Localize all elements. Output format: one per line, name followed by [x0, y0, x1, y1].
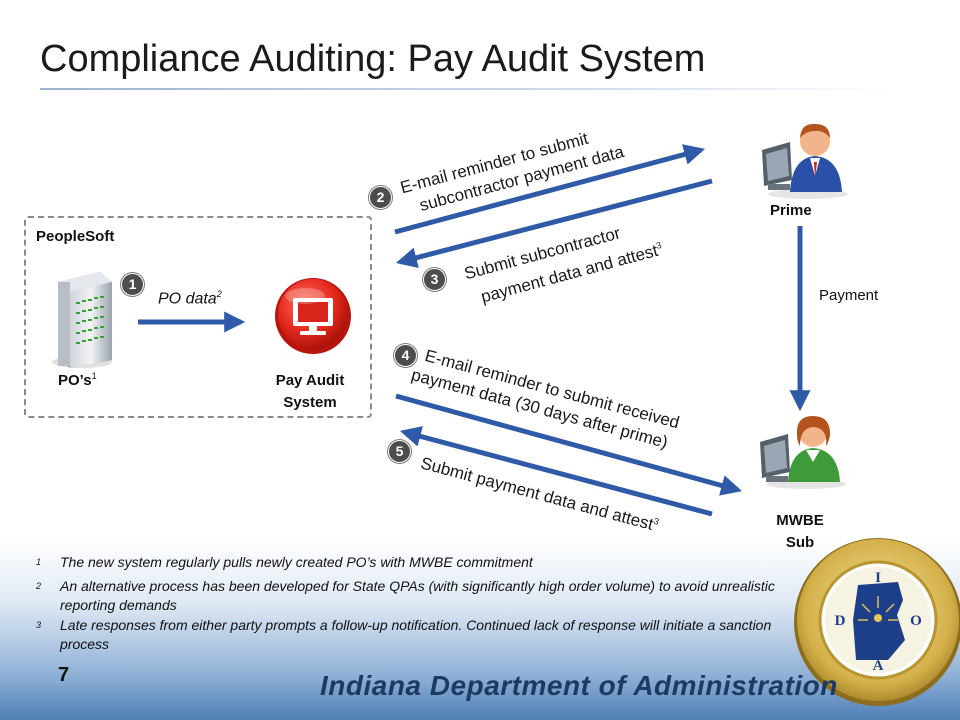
- footnote-2: 2 An alternative process has been develo…: [36, 577, 775, 613]
- prime-person-icon: [762, 123, 848, 199]
- step-badge-3: 3: [423, 268, 446, 291]
- mwbe-sub-label: MWBE Sub: [776, 512, 824, 551]
- footnote-1: 1 The new system regularly pulls newly c…: [36, 554, 533, 570]
- arrow-step2: [394, 144, 706, 235]
- payment-label: Payment: [819, 287, 879, 304]
- step-badge-4: 4: [394, 344, 417, 367]
- page-number: 7: [58, 664, 70, 686]
- pos-label: PO’s1: [58, 371, 97, 389]
- mwbe-person-icon: [760, 416, 846, 489]
- step-badge-2: 2: [369, 186, 392, 209]
- peoplesoft-label: PeopleSoft: [36, 228, 115, 245]
- pay-audit-system-label: Pay Audit System: [275, 372, 345, 411]
- svg-text:I: I: [875, 570, 881, 586]
- footnotes: 1 The new system regularly pulls newly c…: [36, 553, 776, 654]
- server-icon: [52, 272, 112, 368]
- po-data-label: PO data2: [158, 289, 222, 308]
- svg-text:O: O: [910, 613, 922, 629]
- footer-banner: Indiana Department of Administration: [320, 670, 838, 701]
- step-badge-5: 5: [388, 440, 411, 463]
- svg-text:A: A: [873, 658, 884, 674]
- prime-label: Prime: [770, 202, 812, 219]
- idoa-seal-icon: I D O A: [794, 538, 960, 706]
- pay-audit-system-icon: [275, 278, 351, 354]
- svg-text:D: D: [835, 613, 846, 629]
- title-divider: [40, 88, 895, 90]
- footnote-3: 3 Late responses from either party promp…: [36, 616, 772, 652]
- peoplesoft-container: [24, 216, 372, 418]
- arrow-step4: [395, 393, 743, 496]
- page-title: Compliance Auditing: Pay Audit System: [40, 38, 706, 80]
- arrow-step5: [399, 426, 713, 517]
- step-badge-1: 1: [121, 273, 144, 296]
- arrow-step3: [395, 178, 713, 268]
